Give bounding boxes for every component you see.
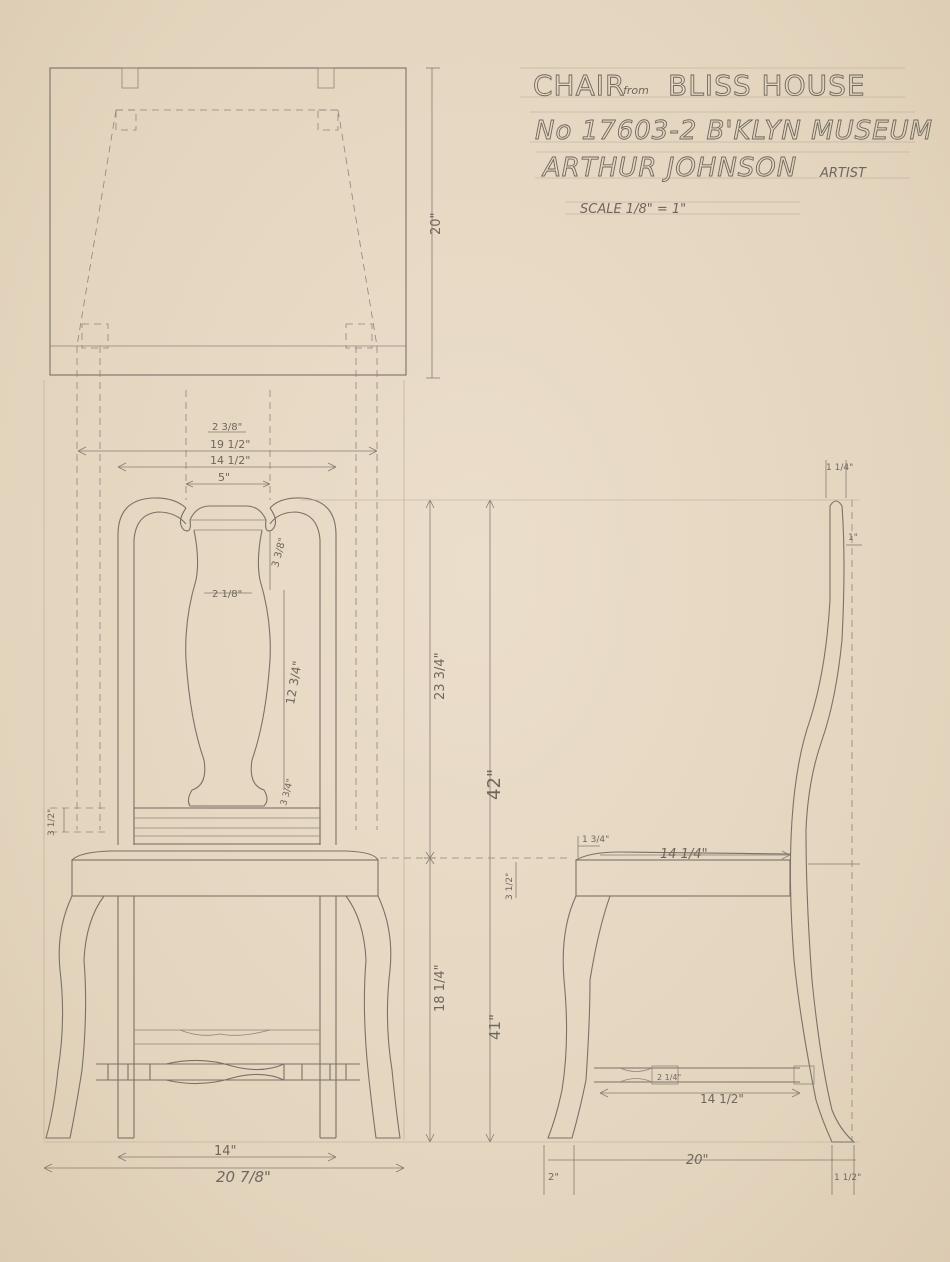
- dim-rail-height: 3 1/2": [47, 809, 57, 836]
- dim-seat-side: 1 3/4": [582, 835, 609, 845]
- title-block: CHAIR from BLISS HOUSE No 17603-2 B'KLYN…: [520, 67, 933, 217]
- title-from: from: [623, 84, 649, 97]
- dim-total-height: 42": [484, 769, 505, 800]
- dim-mid-height: 41": [486, 1014, 504, 1040]
- dim-front-base: 14": [214, 1144, 237, 1159]
- dim-seat-rail: 3 1/2": [505, 873, 515, 900]
- dim-side-depth: 20": [686, 1153, 709, 1168]
- dim-back-height: 23 3/4": [433, 652, 448, 700]
- dim-splat-upper: 3 3/8": [270, 537, 288, 569]
- dim-plan-depth: 20": [429, 212, 444, 235]
- plan-view: 20": [43, 67, 444, 1140]
- dim-foot-front: 2": [548, 1172, 559, 1183]
- title-bliss-house: BLISS HOUSE: [668, 69, 866, 102]
- side-elevation: 1 3/4" 14 1/4" 2 1/4" 14 1/2" 20" 2" 1 1…: [543, 460, 862, 1195]
- dim-splat-top: 5": [218, 471, 230, 484]
- title-chair: CHAIR: [533, 69, 625, 102]
- dim-stile-offset: 1": [848, 533, 858, 543]
- dim-crest-width: 2 3/8": [212, 422, 242, 433]
- dim-back-outer: 19 1/2": [210, 438, 250, 451]
- dim-splat-neck: 2 1/8": [212, 589, 242, 600]
- dim-stile-top: 1 1/4": [826, 463, 853, 473]
- dim-splat-base: 3 3/4": [279, 778, 296, 807]
- dim-back-inner: 14 1/2": [210, 454, 250, 467]
- dim-front-overall: 20 7/8": [216, 1168, 271, 1186]
- front-elevation: 2 3/8" 19 1/2" 14 1/2" 5" 3 3/8" 2 1/8" …: [43, 422, 860, 1186]
- title-artist-label: ARTIST: [819, 166, 867, 181]
- dim-seat-depth: 14 1/4": [660, 847, 708, 862]
- dim-foot-rear: 1 1/2": [834, 1173, 861, 1183]
- title-catalog-number: No 17603-2 B'KLYN MUSEUM: [535, 116, 933, 146]
- dim-seat-height: 18 1/4": [433, 964, 448, 1012]
- title-scale: SCALE 1/8" = 1": [580, 202, 686, 217]
- dim-splat-length: 12 3/4": [283, 660, 304, 706]
- dim-stretcher-len: 14 1/2": [700, 1092, 744, 1106]
- title-artist-name: ARTHUR JOHNSON: [541, 153, 797, 183]
- dim-stretcher-block: 2 1/4": [657, 1073, 681, 1082]
